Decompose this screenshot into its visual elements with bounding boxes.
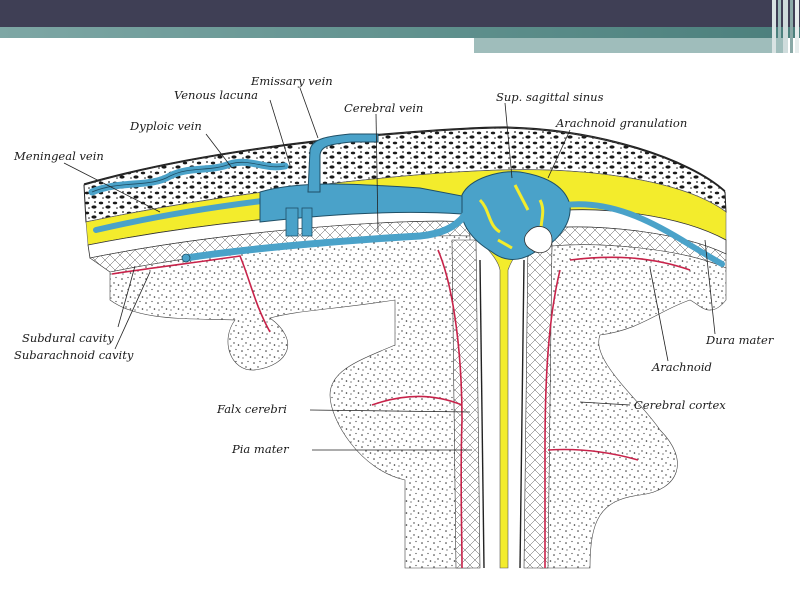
pia-red-falx <box>371 395 463 406</box>
skull-outer-line <box>83 126 726 192</box>
label-falx-cerebri: Falx cerebri <box>216 402 287 416</box>
pia-line-right <box>519 259 525 569</box>
meningeal-vein <box>93 197 273 233</box>
slide-header-bar <box>0 0 800 27</box>
label-diploic-vein: Dyploic vein <box>129 119 202 133</box>
label-cerebral-vein: Cerebral vein <box>344 101 423 115</box>
slide-corner-stripes <box>770 0 800 53</box>
left-hemisphere <box>109 235 471 569</box>
label-cerebral-cortex: Cerebral cortex <box>634 398 726 412</box>
right-hemisphere <box>539 244 727 569</box>
falx-cerebri <box>479 239 527 569</box>
pia-red-left-1 <box>111 255 271 333</box>
label-venous-lacuna: Venous lacuna <box>174 88 258 102</box>
label-dura-mater: Dura mater <box>705 333 775 347</box>
emissary-vein <box>307 133 379 193</box>
arachnoid-granulation <box>524 226 553 254</box>
label-sup-sagittal-sinus: Sup. sagittal sinus <box>496 90 604 104</box>
label-subdural-cavity: Subdural cavity <box>22 331 114 345</box>
label-arachnoid-granulation: Arachnoid granulation <box>555 116 687 130</box>
pia-red-left-2 <box>437 249 463 569</box>
right-vein <box>562 201 725 267</box>
label-emissary-vein: Emissary vein <box>250 74 333 88</box>
pia-red-right-2 <box>569 256 691 271</box>
label-meningeal-vein: Meningeal vein <box>13 149 104 163</box>
slide-teal-strip <box>0 27 800 38</box>
label-subarachnoid-cavity: Subarachnoid cavity <box>14 348 134 362</box>
pia-red-right-3 <box>547 448 639 461</box>
falx-mesh-right <box>523 239 553 569</box>
falx-mesh-left <box>451 239 481 569</box>
cerebral-vein <box>182 211 469 262</box>
slide-teal-tab <box>474 38 788 53</box>
pia-line-left <box>479 259 485 569</box>
pia-red-right-1 <box>544 269 561 568</box>
label-pia-mater: Pia mater <box>231 442 290 456</box>
label-arachnoid: Arachnoid <box>651 360 712 374</box>
